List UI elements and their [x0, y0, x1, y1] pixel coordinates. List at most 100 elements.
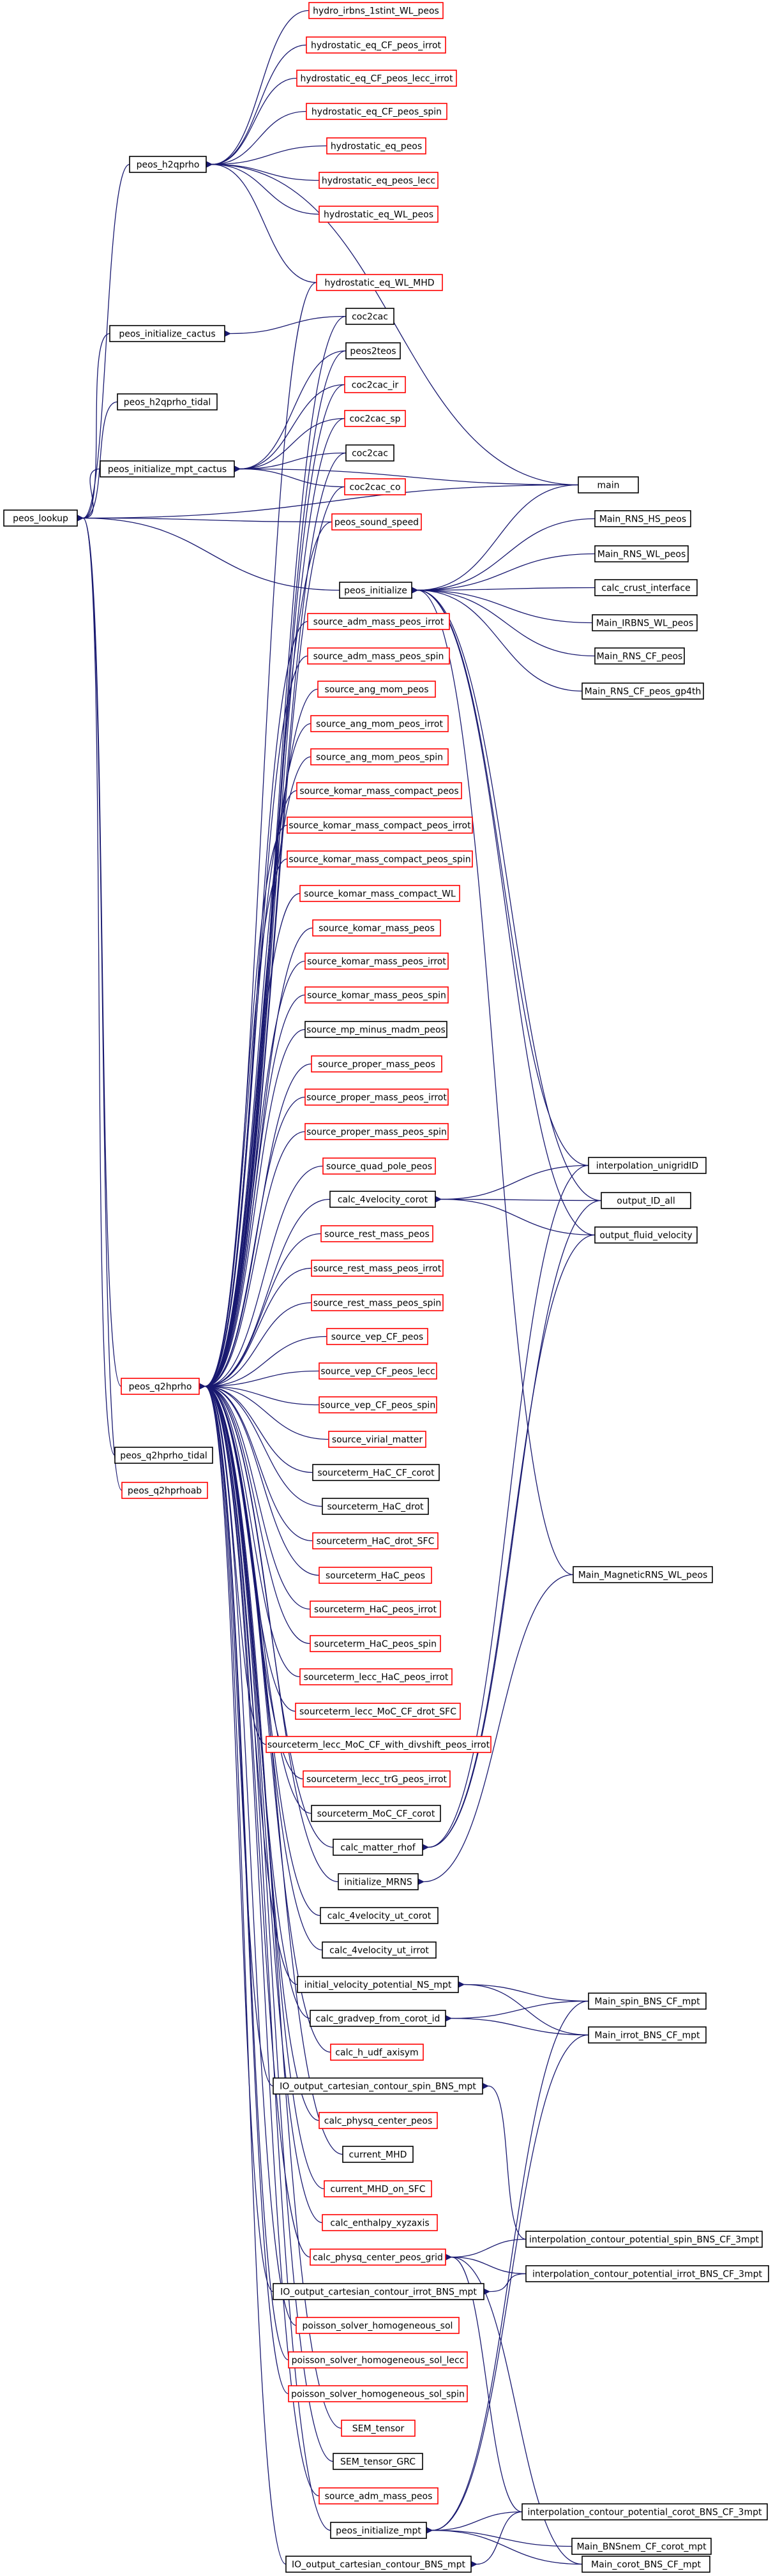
node-poisson_h_spin[interactable]: poisson_solver_homogeneous_sol_spin	[288, 2385, 468, 2402]
node-irrot_bns[interactable]: Main_irrot_BNS_CF_mpt	[588, 2026, 707, 2044]
node-s_vep_spin[interactable]: source_vep_CF_peos_spin	[319, 1396, 437, 1413]
node-h_wl[interactable]: hydrostatic_eq_WL_peos	[319, 206, 439, 223]
node-s_rest_irrot[interactable]: source_rest_mass_peos_irrot	[311, 1260, 444, 1277]
node-h2qprho_tidal[interactable]: peos_h2qprho_tidal	[117, 393, 218, 411]
node-s_kc_irrot[interactable]: source_komar_mass_compact_peos_irrot	[287, 817, 473, 834]
node-h2qprho[interactable]: peos_h2qprho	[129, 156, 207, 173]
node-h_cf_irrot[interactable]: hydrostatic_eq_CF_peos_irrot	[306, 36, 446, 54]
node-corot_bns[interactable]: Main_corot_BNS_CF_mpt	[582, 2556, 710, 2573]
node-s_rest_spin[interactable]: source_rest_mass_peos_spin	[311, 1294, 444, 1311]
node-c4v_ut_irrot[interactable]: calc_4velocity_ut_irrot	[322, 1941, 437, 1959]
node-s_rest[interactable]: source_rest_mass_peos	[320, 1225, 433, 1242]
node-coc2cac_b[interactable]: coc2cac	[345, 444, 394, 462]
node-root[interactable]: peos_lookup	[3, 509, 78, 527]
node-s_kc_wl[interactable]: source_komar_mass_compact_WL	[299, 885, 460, 902]
node-icp_spin[interactable]: interpolation_contour_potential_spin_BNS…	[525, 2231, 763, 2248]
node-q2hprho_tidal[interactable]: peos_q2hprho_tidal	[114, 1447, 213, 1464]
node-icp_irrot[interactable]: interpolation_contour_potential_irrot_BN…	[525, 2265, 769, 2282]
node-st_lecc_moc_divshift[interactable]: sourceterm_lecc_MoC_CF_with_divshift_peo…	[266, 1736, 492, 1753]
node-coc2cac_a[interactable]: coc2cac	[345, 308, 394, 325]
node-out_id_all[interactable]: output_ID_all	[601, 1192, 691, 1209]
node-s_prop_spin[interactable]: source_proper_mass_peos_spin	[304, 1123, 449, 1140]
node-sem[interactable]: SEM_tensor	[341, 2420, 416, 2437]
node-s_prop[interactable]: source_proper_mass_peos	[311, 1055, 442, 1073]
node-st_hac_drot_sfc[interactable]: sourceterm_HaC_drot_SFC	[312, 1532, 439, 1549]
node-poisson_h_lecc[interactable]: poisson_solver_homogeneous_sol_lecc	[288, 2351, 468, 2369]
node-init_cactus[interactable]: peos_initialize_cactus	[109, 325, 225, 342]
node-h_irbns[interactable]: hydro_irbns_1stint_WL_peos	[308, 2, 444, 19]
node-coc2cac_sp[interactable]: coc2cac_sp	[344, 410, 406, 427]
node-s_vep_lecc[interactable]: source_vep_CF_peos_lecc	[319, 1362, 437, 1380]
node-s_vep[interactable]: source_vep_CF_peos	[326, 1328, 428, 1345]
node-st_hac[interactable]: sourceterm_HaC_peos	[319, 1567, 432, 1584]
node-s_k_irrot[interactable]: source_komar_mass_peos_irrot	[304, 953, 449, 970]
node-h_udf[interactable]: calc_h_udf_axisym	[330, 2044, 424, 2061]
node-st_lecc_trg[interactable]: sourceterm_lecc_trG_peos_irrot	[303, 1770, 451, 1788]
node-s_ang_spin[interactable]: source_ang_mom_peos_spin	[310, 748, 449, 765]
node-s_kc_spin[interactable]: source_komar_mass_compact_peos_spin	[287, 850, 473, 868]
node-q2hprho[interactable]: peos_q2hprho	[121, 1378, 200, 1395]
node-io_spin[interactable]: IO_output_cartesian_contour_spin_BNS_mpt	[273, 2077, 483, 2095]
node-peos2teos[interactable]: peos2teos	[345, 342, 401, 359]
node-s_virial[interactable]: source_virial_matter	[328, 1431, 426, 1448]
node-bnsnem[interactable]: Main_BNSnem_CF_corot_mpt	[571, 2538, 712, 2555]
node-rns_cf[interactable]: Main_RNS_CF_peos	[594, 647, 685, 665]
node-st_hac_cf_corot[interactable]: sourceterm_HaC_CF_corot	[312, 1464, 440, 1481]
node-h_wl_mhd[interactable]: hydrostatic_eq_WL_MHD	[316, 274, 443, 291]
node-s_adm[interactable]: source_adm_mass_peos	[319, 2487, 439, 2504]
node-out_fluid[interactable]: output_fluid_velocity	[594, 1226, 698, 1244]
node-s_k[interactable]: source_komar_mass_peos	[312, 919, 441, 937]
node-gradvep[interactable]: calc_gradvep_from_corot_id	[310, 2010, 446, 2027]
node-coc2cac_ir[interactable]: coc2cac_ir	[344, 376, 406, 393]
node-s_kc[interactable]: source_komar_mass_compact_peos	[296, 782, 462, 799]
node-s_adm_irrot[interactable]: source_adm_mass_peos_irrot	[307, 613, 450, 630]
node-peos_init_mpt[interactable]: peos_initialize_mpt	[330, 2522, 427, 2539]
node-current_mhd[interactable]: current_MHD	[342, 2146, 414, 2163]
node-io_bns[interactable]: IO_output_cartesian_contour_BNS_mpt	[285, 2556, 472, 2573]
node-ivp_ns[interactable]: initial_velocity_potential_NS_mpt	[297, 1976, 459, 1993]
node-rns_hs[interactable]: Main_RNS_HS_peos	[594, 510, 691, 527]
node-physq_center[interactable]: calc_physq_center_peos	[319, 2112, 438, 2129]
node-physq_grid[interactable]: calc_physq_center_peos_grid	[310, 2248, 446, 2266]
node-h_cf_spin[interactable]: hydrostatic_eq_CF_peos_spin	[306, 103, 447, 120]
node-sem_grc[interactable]: SEM_tensor_GRC	[333, 2453, 423, 2470]
node-sound_speed[interactable]: peos_sound_speed	[331, 513, 422, 531]
node-enthalpy_xyz[interactable]: calc_enthalpy_xyzaxis	[322, 2214, 438, 2231]
node-irbns_wl[interactable]: Main_IRBNS_WL_peos	[592, 614, 698, 631]
node-poisson_h[interactable]: poisson_solver_homogeneous_sol	[296, 2317, 460, 2334]
node-current_mhd_sfc[interactable]: current_MHD_on_SFC	[324, 2180, 432, 2197]
node-c4v_corot[interactable]: calc_4velocity_corot	[329, 1191, 436, 1208]
node-st_hac_irrot[interactable]: sourceterm_HaC_peos_irrot	[310, 1601, 441, 1618]
node-h_lecc[interactable]: hydrostatic_eq_peos_lecc	[319, 172, 439, 189]
node-peos_init[interactable]: peos_initialize	[339, 582, 412, 599]
node-c4v_ut_corot[interactable]: calc_4velocity_ut_corot	[320, 1907, 439, 1924]
node-s_quad[interactable]: source_quad_pole_peos	[322, 1157, 436, 1175]
node-main[interactable]: main	[578, 476, 639, 493]
node-st_moc_cf_corot[interactable]: sourceterm_MoC_CF_corot	[311, 1805, 441, 1822]
node-io_irrot[interactable]: IO_output_cartesian_contour_irrot_BNS_mp…	[273, 2283, 484, 2300]
node-s_mp[interactable]: source_mp_minus_madm_peos	[304, 1021, 447, 1038]
node-h_cf_lecc_irrot[interactable]: hydrostatic_eq_CF_peos_lecc_irrot	[296, 70, 457, 87]
node-interp_unigrid[interactable]: interpolation_unigridID	[588, 1157, 707, 1174]
node-h_eq[interactable]: hydrostatic_eq_peos	[326, 137, 426, 154]
node-matter_rhof[interactable]: calc_matter_rhof	[333, 1839, 423, 1856]
node-crust[interactable]: calc_crust_interface	[594, 579, 698, 596]
node-st_hac_spin[interactable]: sourceterm_HaC_peos_spin	[310, 1635, 441, 1652]
node-s_prop_irrot[interactable]: source_proper_mass_peos_irrot	[304, 1088, 449, 1106]
node-q2hprhoab[interactable]: peos_q2hprhoab	[121, 1482, 208, 1499]
node-st_hac_drot[interactable]: sourceterm_HaC_drot	[322, 1498, 429, 1515]
node-init_mrns[interactable]: initialize_MRNS	[338, 1873, 419, 1890]
node-icp_corot[interactable]: interpolation_contour_potential_corot_BN…	[522, 2503, 768, 2520]
node-coc2cac_co[interactable]: coc2cac_co	[344, 478, 406, 495]
node-init_mpt_cactus[interactable]: peos_initialize_mpt_cactus	[100, 460, 235, 478]
node-magnetic_rns[interactable]: Main_MagneticRNS_WL_peos	[573, 1566, 713, 1583]
node-st_lecc_hac_irrot[interactable]: sourceterm_lecc_HaC_peos_irrot	[299, 1668, 453, 1685]
node-st_lecc_moc_drot[interactable]: sourceterm_lecc_MoC_CF_drot_SFC	[295, 1703, 461, 1720]
node-rns_cf_gp4th[interactable]: Main_RNS_CF_peos_gp4th	[582, 682, 704, 700]
node-rns_wl[interactable]: Main_RNS_WL_peos	[594, 545, 689, 562]
node-s_ang[interactable]: source_ang_mom_peos	[317, 681, 436, 698]
node-s_adm_spin[interactable]: source_adm_mass_peos_spin	[307, 647, 450, 665]
node-s_ang_irrot[interactable]: source_ang_mom_peos_irrot	[310, 715, 449, 732]
node-spin_bns[interactable]: Main_spin_BNS_CF_mpt	[588, 1992, 707, 2010]
node-s_k_spin[interactable]: source_komar_mass_peos_spin	[304, 986, 449, 1004]
